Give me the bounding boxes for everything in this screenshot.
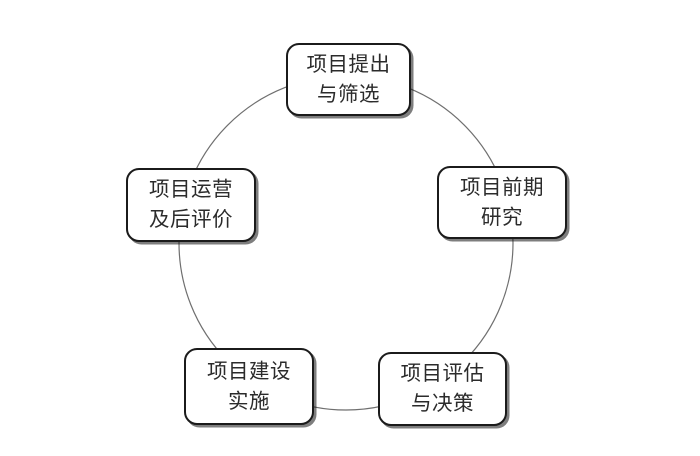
node-project-proposal-and-screening[interactable]: 项目提出 与筛选 — [286, 43, 411, 116]
node-label-line-2: 实施 — [228, 388, 270, 413]
node-project-preliminary-research[interactable]: 项目前期 研究 — [437, 166, 567, 239]
node-project-operation-and-post-evaluation[interactable]: 项目运营 及后评价 — [126, 168, 256, 242]
node-label-line-1: 项目建设 — [207, 358, 291, 383]
node-project-construction-implementation[interactable]: 项目建设 实施 — [184, 348, 314, 425]
node-label-line-1: 项目评估 — [400, 361, 485, 386]
node-label-line-1: 项目前期 — [460, 174, 544, 199]
node-label-line-2: 与筛选 — [317, 81, 380, 106]
node-label-line-2: 及后评价 — [149, 207, 233, 231]
node-label-line-1: 项目运营 — [149, 177, 233, 202]
node-label-line-2: 研究 — [481, 204, 523, 229]
node-label-line-1: 项目提出 — [306, 51, 391, 76]
node-label-line-2: 与决策 — [411, 391, 474, 415]
node-project-evaluation-and-decision[interactable]: 项目评估 与决策 — [378, 352, 507, 426]
